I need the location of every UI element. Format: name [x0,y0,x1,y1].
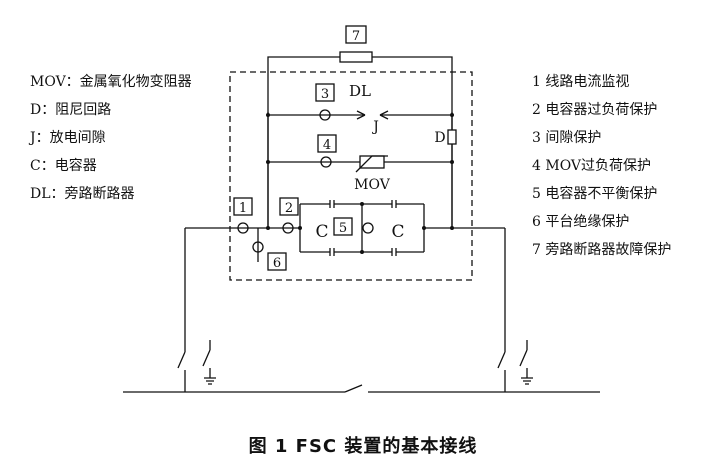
right-switch [497,340,528,392]
legend-item-6: 6 平台绝缘保护 [532,214,630,230]
ct-2 [282,222,294,234]
bottom-switch [344,384,363,393]
legend-item-j: J：放电间隙 [30,130,106,146]
ct-5 [362,222,374,234]
ct-1 [237,222,249,234]
label-j: J [371,119,379,135]
gap-arrow-right [379,110,389,120]
gap-arrow-left [356,110,366,120]
legend-item-7: 7 旁路断路器故障保护 [532,242,672,258]
legend-item-1: 1 线路电流监视 [532,74,630,90]
legend-item-5: 5 电容器不平衡保护 [532,186,658,202]
box-label-1: 1 [239,201,247,216]
junction-dots [266,113,454,254]
box-label-2: 2 [285,201,293,216]
right-switch-ground [521,377,533,385]
legend-item-3: 3 间隙保护 [532,130,602,146]
damping-resistor [447,129,457,145]
label-dl: DL [349,82,371,100]
legend-item-c: C：电容器 [30,158,97,174]
box-label-5: 5 [339,221,347,236]
legend-left: MOV：金属氧化物变阻器 D：阻尼回路 J：放电间隙 C：电容器 DL：旁路断路… [30,68,192,208]
legend-item-dl: DL：旁路断路器 [30,186,135,202]
ct-4 [320,156,332,168]
label-d: D [434,130,445,146]
mov-slash [355,155,388,173]
label-mov: MOV [354,177,391,193]
label-c-right: C [391,222,404,242]
ct-6 [252,241,264,253]
label-c-left: C [315,222,328,242]
legend-item-d: D：阻尼回路 [30,102,112,118]
platform-boundary [229,71,473,281]
legend-item-2: 2 电容器过负荷保护 [532,102,658,118]
box-label-7: 7 [352,29,360,44]
box-label-6: 6 [273,256,281,271]
left-switch-ground [204,377,216,385]
ct-3 [319,109,331,121]
legend-right: 1 线路电流监视 2 电容器过负荷保护 3 间隙保护 4 MOV过负荷保护 5 … [532,68,671,264]
figure-caption: 图 1 FSC 装置的基本接线 [248,436,478,457]
left-switch [177,340,211,392]
mov-element [359,155,385,169]
legend-item-mov: MOV：金属氧化物变阻器 [30,74,192,90]
legend-item-4: 4 MOV过负荷保护 [532,158,652,174]
cap-plates [329,200,397,256]
box-label-3: 3 [321,87,329,102]
number-boxes [233,25,367,271]
box-label-4: 4 [323,138,331,153]
bypass-breaker [339,51,373,63]
